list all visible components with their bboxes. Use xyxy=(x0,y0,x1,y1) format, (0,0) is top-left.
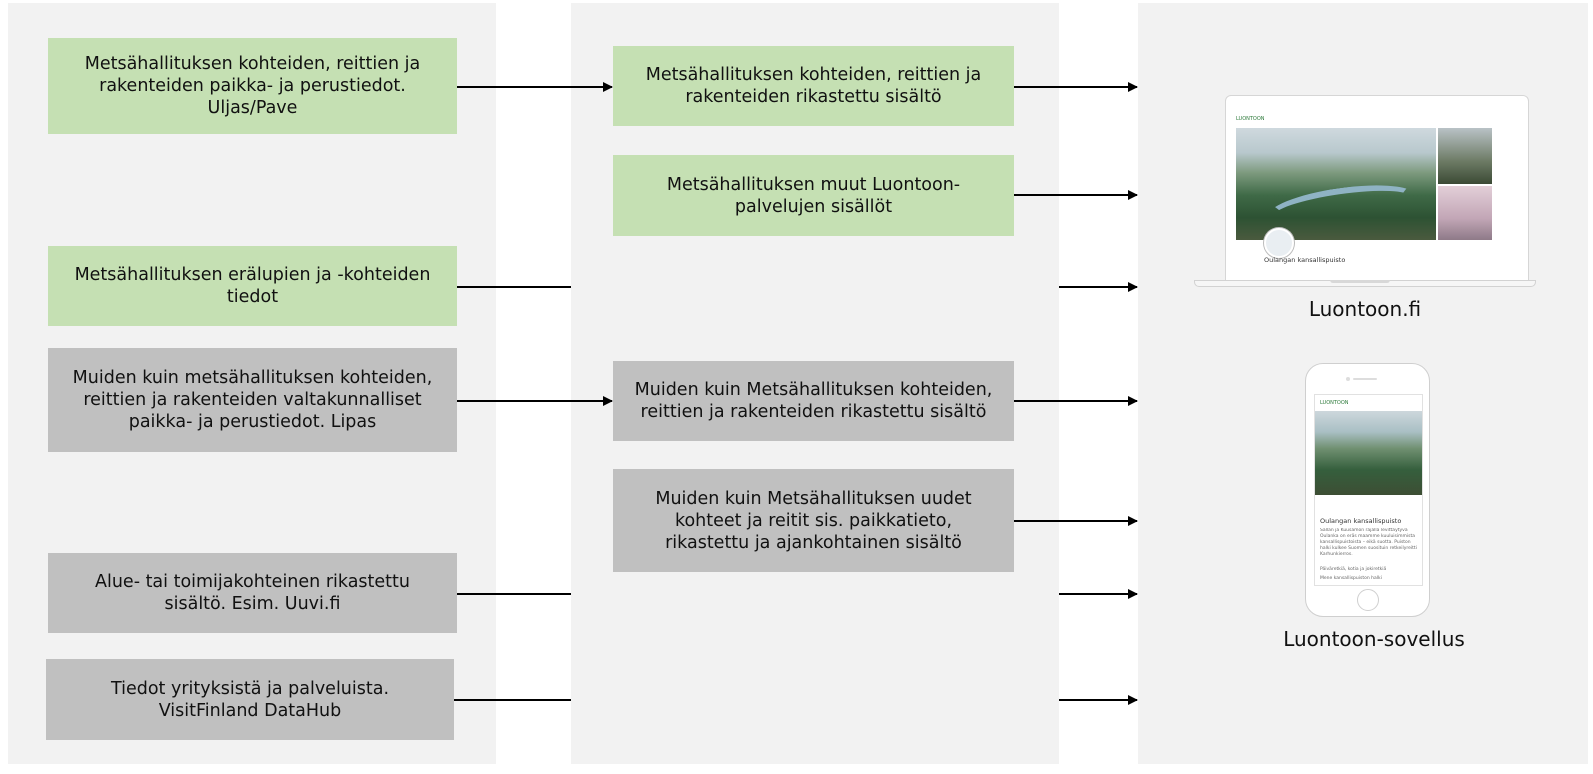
side-photo-bridge xyxy=(1438,128,1492,184)
source-box-uljas-pave: Metsähallituksen kohteiden, reittien ja … xyxy=(48,38,457,134)
source-box-lipas: Muiden kuin metsähallituksen kohteiden, … xyxy=(48,348,457,452)
app-bullet: Mene kansallispuiston halki xyxy=(1320,576,1382,581)
source-box-label: Tiedot yrityksistä ja palveluista. Visit… xyxy=(110,678,390,721)
phone-mockup: LUONTOON Oulangan kansallispuisto Sallan… xyxy=(1305,363,1430,617)
side-photo-bog xyxy=(1438,186,1492,240)
source-box-label: Alue- tai toimijakohteinen rikastettu si… xyxy=(95,572,410,614)
source-box-label: Metsähallituksen erälupien ja -kohteiden… xyxy=(74,265,431,307)
web-service-label: Luontoon.fi xyxy=(1308,297,1422,321)
app-page-title: Oulangan kansallispuisto xyxy=(1320,517,1402,525)
enriched-box-label: Muiden kuin Metsähallituksen uudet kohte… xyxy=(655,488,972,553)
enriched-box-label: Metsähallituksen muut Luontoon- palveluj… xyxy=(666,174,961,217)
laptop-mockup: LUONTOON Oulangan kansallispuisto xyxy=(1225,95,1529,283)
source-box-datahub: Tiedot yrityksistä ja palveluista. Visit… xyxy=(46,659,454,740)
enriched-box-label: Muiden kuin Metsähallituksen kohteiden, … xyxy=(634,380,993,422)
app-bullet: Päiväretkiä, kotia ja joki­retkiä xyxy=(1320,567,1387,572)
app-label: Luontoon-sovellus xyxy=(1283,627,1465,651)
source-box-label: Metsähallituksen kohteiden, reittien ja … xyxy=(84,54,421,118)
enriched-box-mh-routes: Metsähallituksen kohteiden, reittien ja … xyxy=(613,46,1014,126)
laptop-notch xyxy=(1330,280,1390,283)
phone-screen: LUONTOON Oulangan kansallispuisto Sallan… xyxy=(1314,394,1423,586)
speaker-icon xyxy=(1353,378,1377,380)
enriched-box-label: Metsähallituksen kohteiden, reittien ja … xyxy=(645,65,982,107)
app-intro-text: Sallan ja Kuusamon rajalla levittäytyvä … xyxy=(1320,528,1417,557)
landscape-photo xyxy=(1236,128,1436,240)
source-box-label: Muiden kuin metsähallituksen kohteiden, … xyxy=(72,368,433,432)
park-badge-icon xyxy=(1264,228,1294,258)
app-logo: LUONTOON xyxy=(1320,400,1349,406)
home-button-icon xyxy=(1357,589,1379,611)
enriched-box-new-sites: Muiden kuin Metsähallituksen uudet kohte… xyxy=(613,469,1014,572)
source-box-eraluvat: Metsähallituksen erälupien ja -kohteiden… xyxy=(48,246,457,326)
camera-icon xyxy=(1346,377,1350,381)
source-box-uuvi: Alue- tai toimijakohteinen rikastettu si… xyxy=(48,553,457,633)
web-page-title: Oulangan kansallispuisto xyxy=(1264,256,1346,264)
app-landscape-photo xyxy=(1315,411,1422,495)
enriched-box-other-routes: Muiden kuin Metsähallituksen kohteiden, … xyxy=(613,361,1014,441)
luontoon-logo: LUONTOON xyxy=(1236,116,1265,122)
enriched-box-mh-other: Metsähallituksen muut Luontoon- palveluj… xyxy=(613,155,1014,236)
